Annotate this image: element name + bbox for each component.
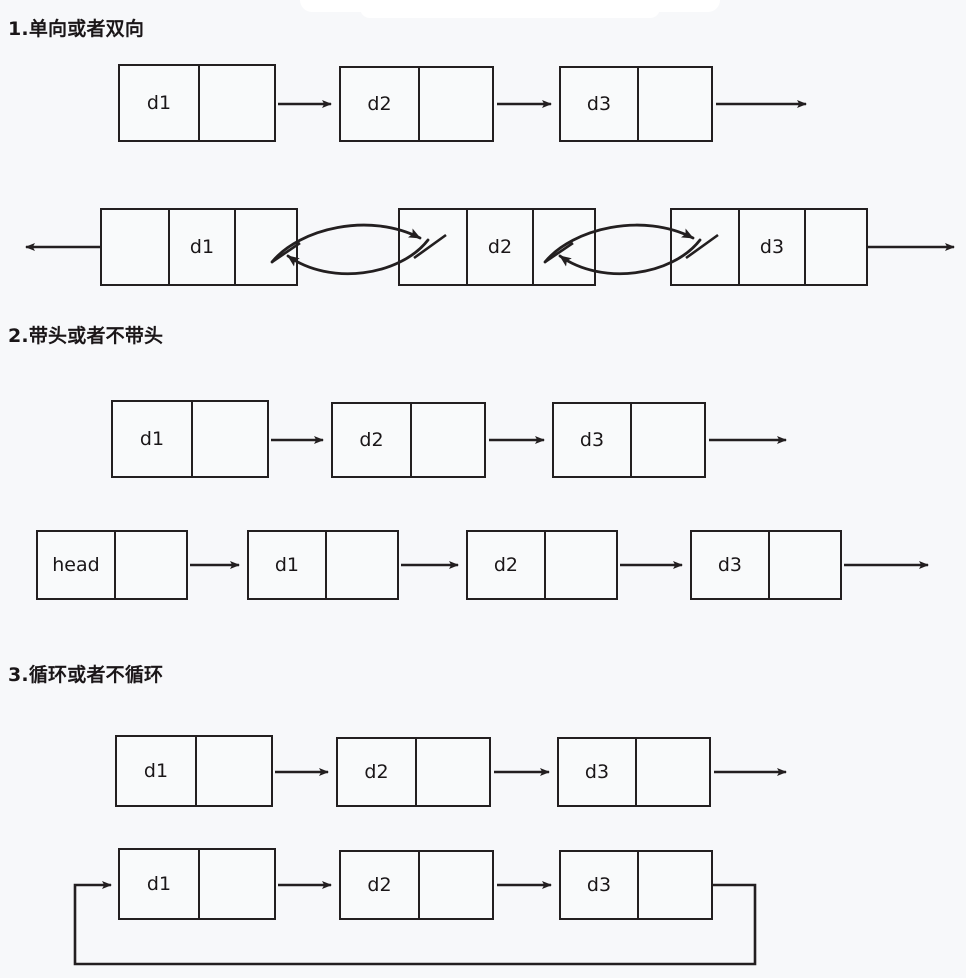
- node-data-cell: d1: [143, 760, 169, 782]
- scan-artifact-smudge-2: [360, 8, 660, 18]
- node-s1r1-d1: d1: [118, 64, 276, 142]
- node-data-cell: d3: [717, 554, 743, 576]
- node-s2r2-head: head: [36, 530, 188, 600]
- node-pointer-cell: [636, 68, 711, 140]
- node-next-cell: [234, 210, 296, 284]
- node-s2r2-d1: d1: [247, 530, 399, 600]
- node-data-cell: d3: [584, 761, 610, 783]
- section-heading-2: 2.带头或者不带头: [8, 325, 164, 347]
- node-s2r1-d1: d1: [111, 400, 269, 478]
- node-pointer-cell: [409, 404, 484, 476]
- node-pointer-cell: [767, 532, 840, 598]
- node-pointer-cell: [543, 532, 616, 598]
- node-data-cell: d2: [364, 761, 389, 783]
- node-s1r2-d1: d1: [100, 208, 298, 286]
- node-pointer-cell: [194, 737, 271, 805]
- node-data-cell: d1: [274, 554, 300, 576]
- node-pointer-cell: [414, 739, 489, 805]
- node-data-cell: d1: [146, 92, 172, 114]
- node-s3r1-d2: d2: [336, 737, 491, 807]
- node-s2r2-d3: d3: [690, 530, 842, 600]
- node-s3r2-d2: d2: [339, 850, 494, 920]
- node-pointer-cell: [190, 402, 267, 476]
- node-pointer-cell: [417, 852, 492, 918]
- head-data-cell: head: [52, 554, 100, 576]
- node-data-cell: d1: [168, 210, 234, 284]
- node-s1r2-d3: d3: [670, 208, 868, 286]
- node-prev-cell: [102, 210, 168, 284]
- node-pointer-cell: [197, 850, 274, 918]
- node-s3r2-d1: d1: [118, 848, 276, 920]
- node-pointer-cell: [629, 404, 704, 476]
- node-data-cell: d3: [586, 93, 612, 115]
- node-next-cell: [804, 210, 866, 284]
- node-prev-cell: [672, 210, 738, 284]
- node-data-cell: d2: [359, 429, 384, 451]
- node-data-cell: d2: [493, 554, 519, 576]
- node-data-cell: d3: [579, 429, 605, 451]
- node-data-cell: d1: [139, 428, 165, 450]
- node-s2r2-d2: d2: [466, 530, 618, 600]
- node-prev-cell: [400, 210, 466, 284]
- node-s1r1-d3: d3: [559, 66, 713, 142]
- scan-artifact-smudge: [300, 0, 720, 12]
- node-pointer-cell: [636, 852, 711, 918]
- node-s1r2-d2: d2: [398, 208, 596, 286]
- node-pointer-cell: [324, 532, 397, 598]
- section-heading-1: 1.单向或者双向: [8, 18, 145, 40]
- node-next-cell: [532, 210, 594, 284]
- node-data-cell: d3: [738, 210, 804, 284]
- node-pointer-cell: [634, 739, 709, 805]
- section-heading-3: 3.循环或者不循环: [8, 664, 164, 686]
- node-data-cell: d2: [367, 874, 392, 896]
- head-pointer-cell: [113, 532, 186, 598]
- node-s2r1-d2: d2: [331, 402, 486, 478]
- node-data-cell: d2: [466, 210, 532, 284]
- node-s2r1-d3: d3: [552, 402, 706, 478]
- node-data-cell: d3: [586, 874, 612, 896]
- node-pointer-cell: [417, 68, 492, 140]
- node-s3r2-d3: d3: [559, 850, 713, 920]
- node-s3r1-d3: d3: [557, 737, 711, 807]
- node-pointer-cell: [197, 66, 274, 140]
- node-s1r1-d2: d2: [339, 66, 494, 142]
- node-data-cell: d2: [367, 93, 392, 115]
- node-s3r1-d1: d1: [115, 735, 273, 807]
- node-data-cell: d1: [146, 873, 172, 895]
